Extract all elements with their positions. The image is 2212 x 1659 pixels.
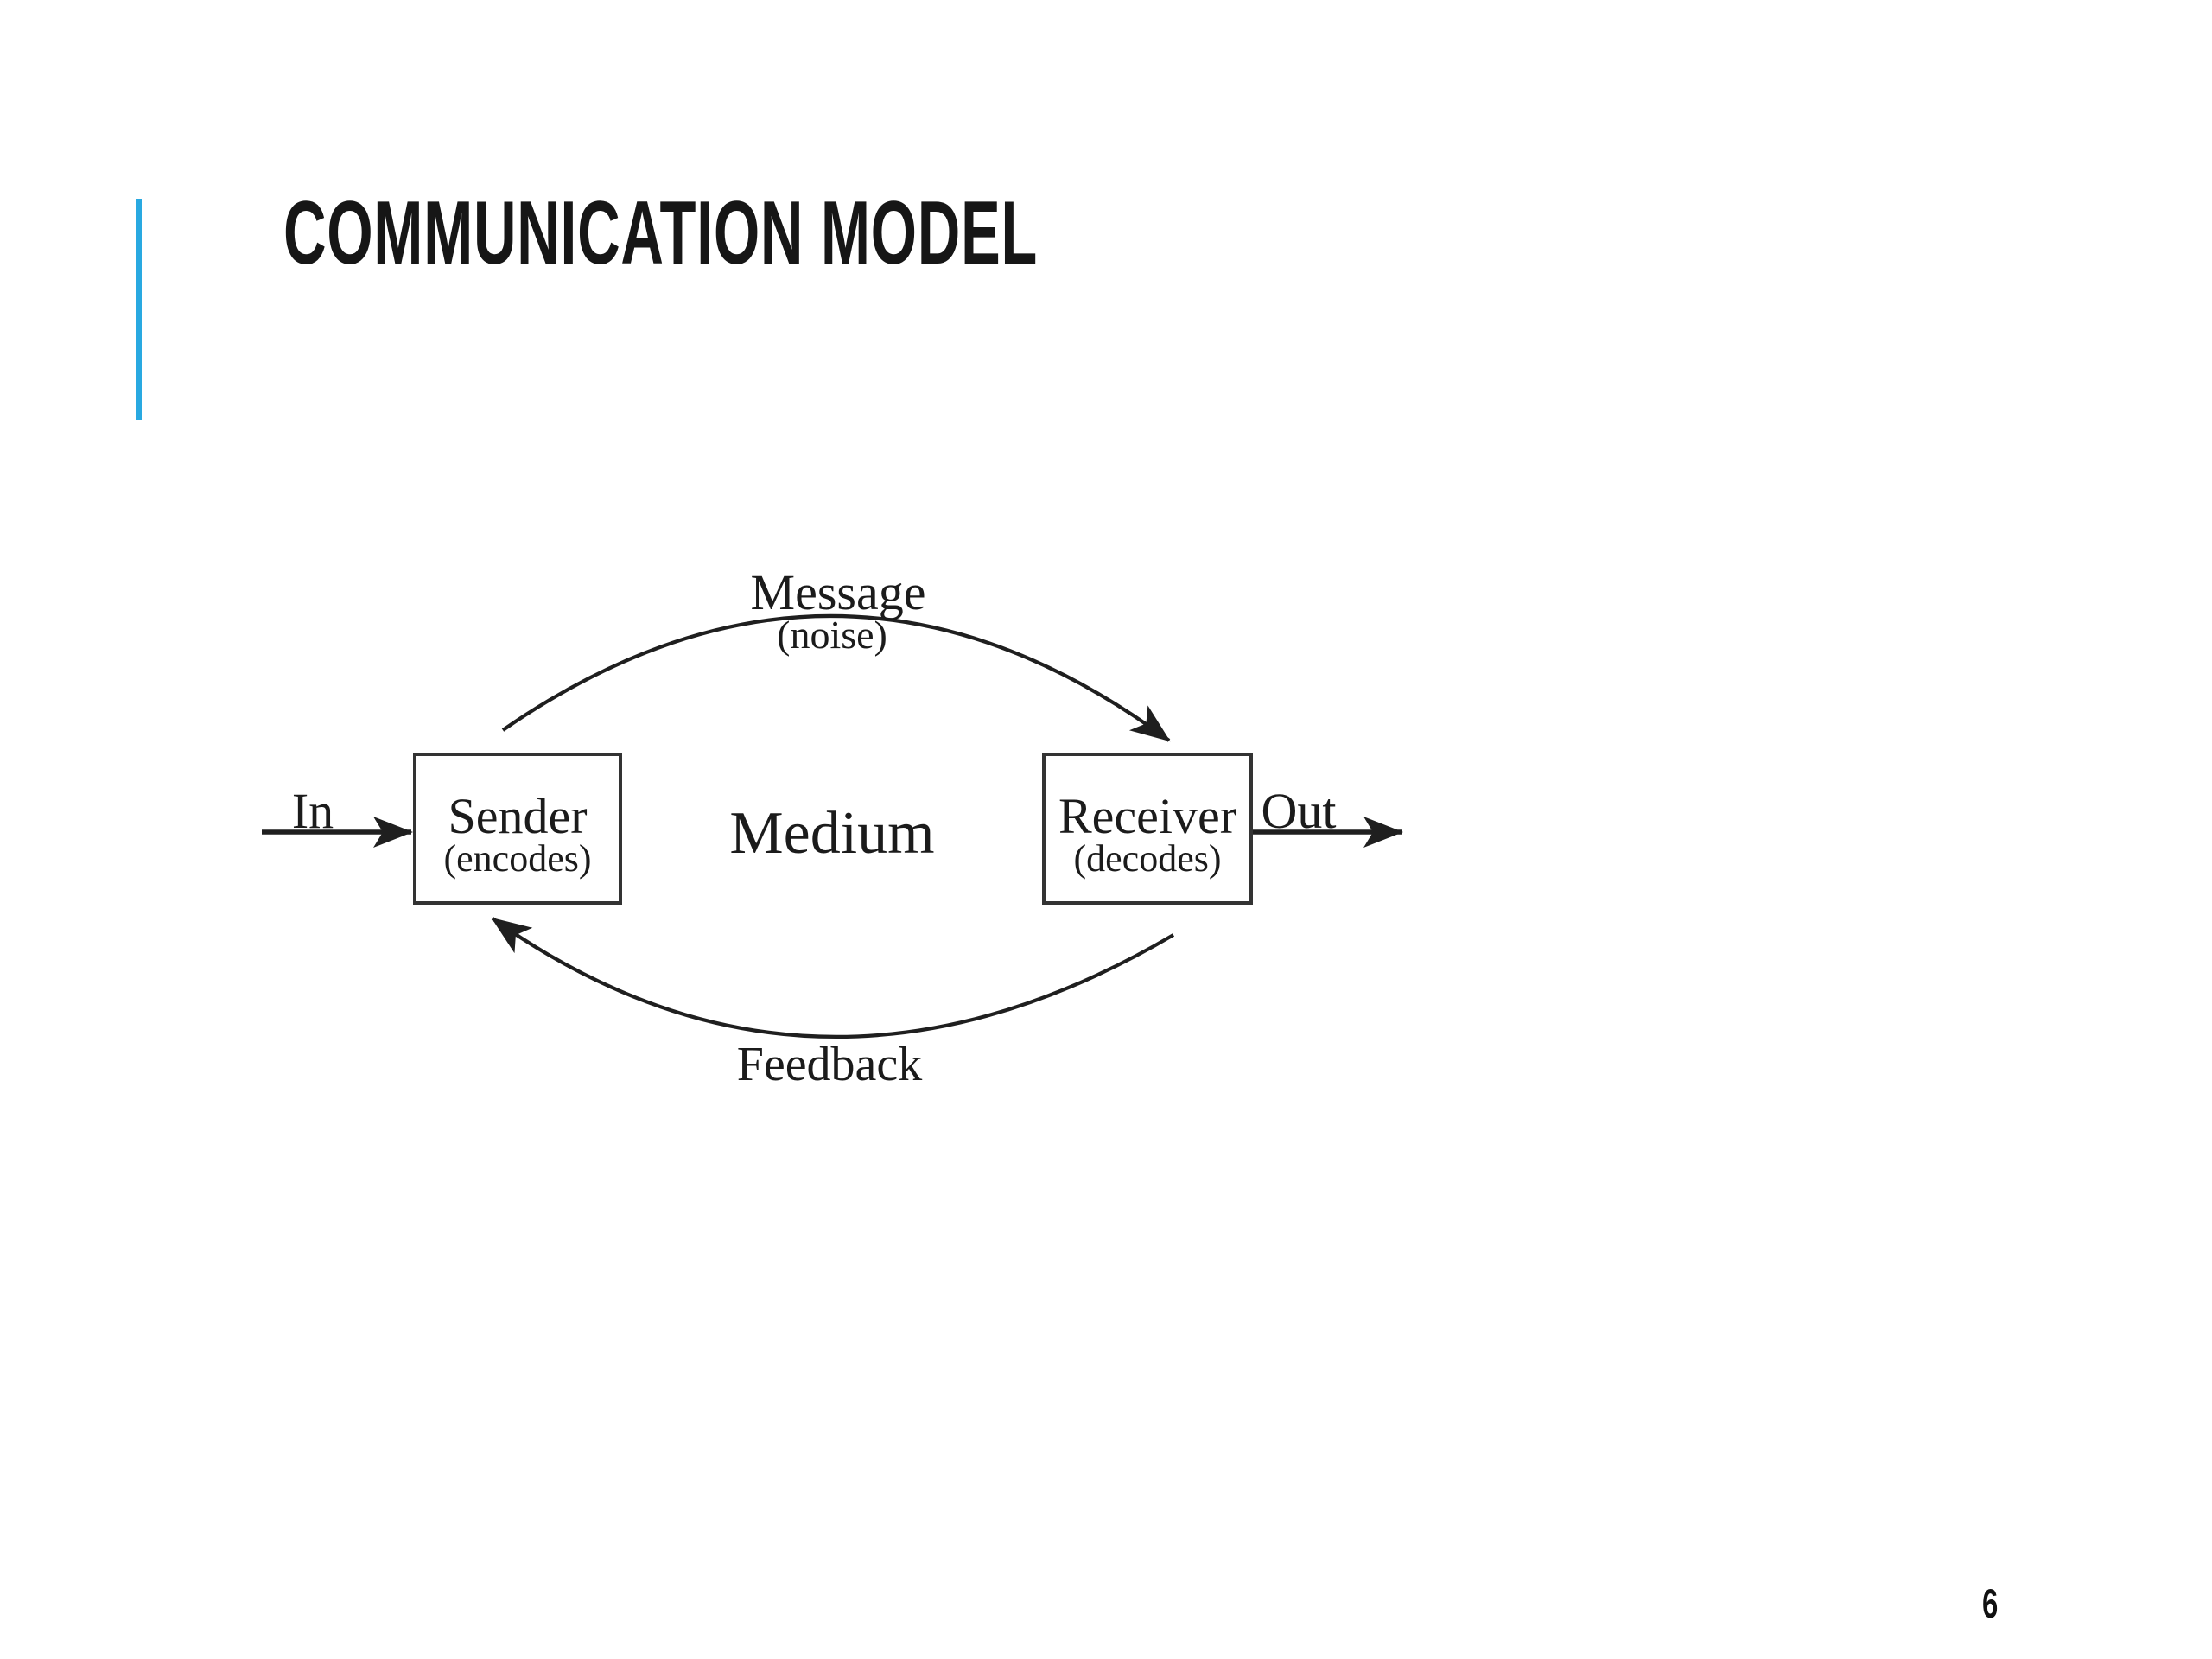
receiver-label: Receiver [1058, 788, 1236, 844]
accent-bar [136, 199, 142, 420]
communication-model-diagram: Sender (encodes) Receiver (decodes) Mess… [262, 564, 1403, 1091]
receiver-sublabel: (decodes) [1073, 837, 1221, 880]
page-title: COMMUNICATION MODEL [283, 183, 1038, 283]
out-label: Out [1262, 783, 1337, 839]
in-label: In [292, 783, 334, 839]
receiver-box [1042, 753, 1253, 905]
medium-label: Medium [729, 800, 934, 867]
message-arrow [501, 613, 1171, 742]
noise-label: (noise) [777, 613, 887, 657]
sender-sublabel: (encodes) [443, 837, 591, 880]
feedback-arrow [491, 917, 1175, 1039]
message-label: Message [751, 564, 926, 620]
page-number: 6 [1982, 1580, 1999, 1626]
sender-label: Sender [448, 788, 587, 844]
feedback-label: Feedback [737, 1038, 923, 1091]
sender-box [413, 753, 622, 905]
